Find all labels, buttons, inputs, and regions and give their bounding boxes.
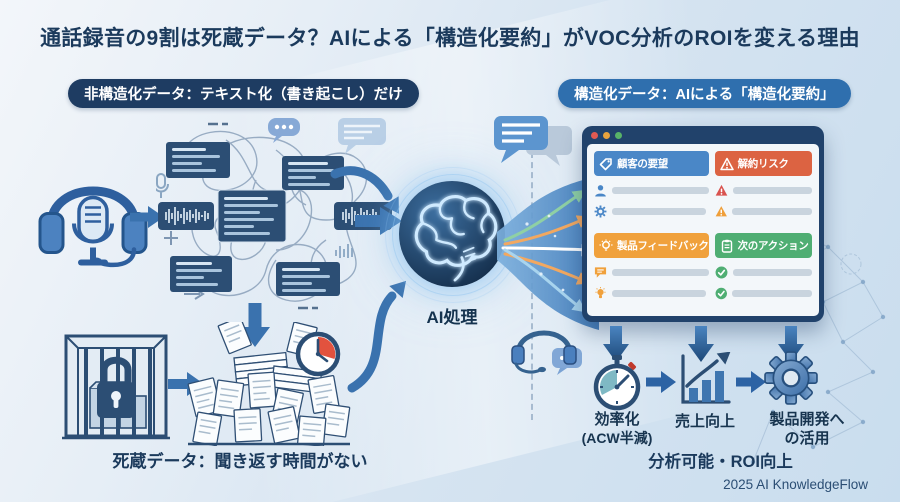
traffic-light-yellow bbox=[603, 131, 610, 139]
summary-row bbox=[715, 266, 812, 279]
transcript-block-center bbox=[217, 189, 287, 243]
card-customer-requests: 顧客の要望 bbox=[594, 151, 709, 227]
browser-window: 顧客の要望 解約リスク bbox=[582, 126, 824, 322]
traffic-light-green bbox=[615, 131, 622, 139]
outcome-sublabel: (ACW半減) bbox=[581, 429, 653, 446]
plus-icon bbox=[164, 231, 178, 245]
gear-icon bbox=[594, 205, 607, 218]
chat-bubble-icon bbox=[338, 118, 386, 154]
summary-row bbox=[715, 287, 812, 300]
alert-orange-icon bbox=[715, 206, 727, 217]
summary-row bbox=[715, 184, 812, 197]
bulb-icon bbox=[599, 239, 613, 251]
outcome-product-dev: 製品開発へ の活用 bbox=[750, 411, 864, 449]
summary-line bbox=[732, 269, 812, 276]
summary-row bbox=[594, 266, 709, 279]
mic-icon bbox=[156, 173, 169, 198]
arrow-right-icon bbox=[736, 371, 766, 393]
page-title: 通話録音の9割は死蔵データ？AIによる「構造化要約」がVOC分析のROIを変える… bbox=[40, 27, 860, 50]
prison-lock-icon bbox=[62, 334, 170, 440]
summary-line bbox=[732, 208, 812, 215]
footer-credit: 2025 AI KnowledgeFlow bbox=[723, 477, 868, 492]
arrow-right-icon bbox=[130, 206, 164, 228]
outcome-sales: 売上向上 bbox=[655, 413, 755, 432]
summary-row bbox=[715, 205, 812, 218]
card-header: 次のアクション bbox=[714, 233, 812, 258]
bulb-small-icon bbox=[595, 287, 606, 299]
waveform-block bbox=[158, 202, 214, 230]
summary-row bbox=[594, 184, 709, 197]
ai-processing-label: AI処理 bbox=[426, 308, 478, 327]
check-icon bbox=[715, 266, 728, 279]
chat-icon bbox=[594, 267, 607, 278]
card-header: 製品フィードバック bbox=[594, 233, 709, 258]
person-icon bbox=[595, 185, 606, 197]
right-section-badge: 構造化データ：AIによる「構造化要約」 bbox=[558, 79, 851, 108]
waveform-icon bbox=[335, 244, 353, 258]
summary-row bbox=[594, 205, 709, 218]
transcript-block bbox=[276, 262, 340, 296]
headset-mic-icon bbox=[38, 186, 148, 268]
warning-icon bbox=[719, 157, 734, 170]
arrow-down-icon bbox=[688, 326, 714, 362]
typing-bubble-icon bbox=[268, 118, 300, 143]
dashboard-grid: 顧客の要望 解約リスク bbox=[587, 144, 819, 316]
card-header: 解約リスク bbox=[714, 151, 812, 176]
left-section-badge: 非構造化データ：テキスト化（書き起こし）だけ bbox=[68, 79, 419, 108]
transcript-block bbox=[170, 256, 232, 292]
arrow-down-icon bbox=[603, 326, 629, 362]
data-flow-stream bbox=[497, 176, 599, 330]
clock-icon bbox=[295, 331, 341, 377]
card-product-feedback: 製品フィードバック bbox=[594, 233, 709, 309]
transcript-block bbox=[282, 156, 344, 190]
stopwatch-icon bbox=[593, 355, 641, 411]
summary-line bbox=[612, 269, 709, 276]
document-pile-icon bbox=[187, 322, 351, 446]
card-label: 解約リスク bbox=[737, 158, 789, 170]
left-caption: 死蔵データ：聞き返す時間がない bbox=[112, 452, 368, 471]
arrow-right-icon bbox=[646, 371, 676, 393]
card-header: 顧客の要望 bbox=[594, 151, 709, 176]
summary-line bbox=[612, 290, 706, 297]
arrow-down-icon bbox=[778, 326, 804, 362]
outcome-label: 売上向上 bbox=[674, 413, 735, 430]
gear-icon bbox=[764, 351, 818, 405]
outcome-efficiency: 効率化 (ACW半減) bbox=[560, 411, 674, 447]
outcome-sublabel: の活用 bbox=[784, 429, 830, 447]
transcript-block bbox=[166, 142, 230, 178]
tag-icon bbox=[599, 157, 612, 170]
summary-line bbox=[732, 187, 812, 194]
summary-line bbox=[612, 187, 709, 194]
summary-row bbox=[594, 287, 709, 300]
right-caption: 分析可能・ROI向上 bbox=[648, 453, 793, 471]
clipboard-icon bbox=[721, 239, 732, 253]
card-churn-risk: 解約リスク bbox=[714, 151, 812, 227]
check-icon bbox=[715, 287, 727, 300]
chat-bubbles-icon bbox=[494, 116, 572, 166]
traffic-light-red bbox=[591, 131, 598, 139]
card-label: 次のアクション bbox=[737, 240, 809, 252]
sales-chart-icon bbox=[681, 352, 731, 404]
card-label: 製品フィードバック bbox=[617, 240, 709, 252]
outcome-label: 製品開発へ bbox=[769, 411, 845, 428]
alert-red-icon bbox=[715, 184, 727, 196]
tangled-transcripts-illustration bbox=[156, 118, 392, 310]
card-next-actions: 次のアクション bbox=[714, 233, 812, 309]
outcome-label: 効率化 bbox=[594, 411, 640, 428]
card-label: 顧客の要望 bbox=[617, 158, 668, 170]
summary-line bbox=[732, 290, 812, 297]
window-titlebar bbox=[582, 126, 824, 144]
agent-headset-icon bbox=[511, 330, 582, 375]
summary-line bbox=[612, 208, 706, 215]
ai-brain-icon bbox=[399, 181, 505, 287]
